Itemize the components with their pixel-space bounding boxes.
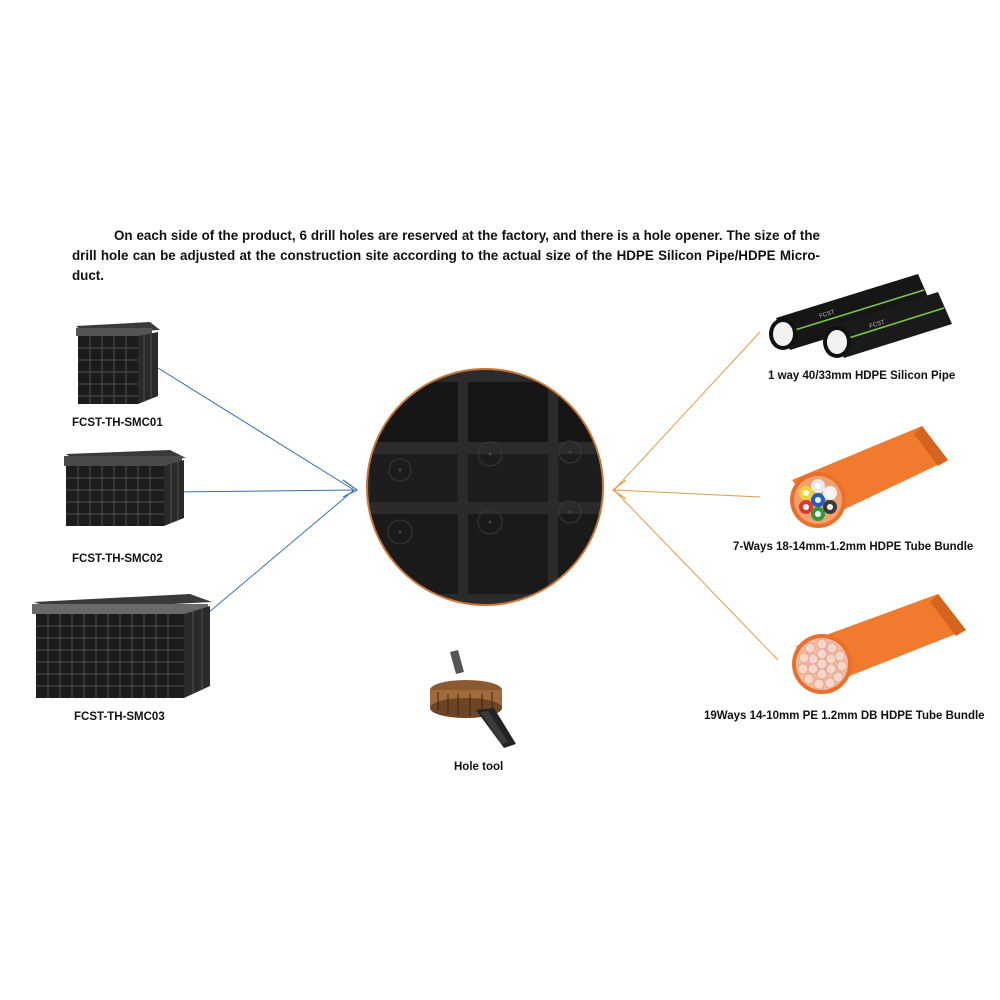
drill-hole-detail-image: [366, 368, 604, 606]
hole-tool-image: [430, 650, 516, 748]
silicon-pipe-image: FCST FCST: [769, 274, 952, 358]
arrowhead-right: [611, 479, 627, 500]
box-smc03-image: [32, 594, 212, 698]
tube-bundle-19way-image: [792, 594, 966, 694]
arrowhead-left: [342, 479, 359, 498]
silicon-pipe-print-1: FCST: [819, 309, 836, 319]
box-smc02-image: [64, 450, 186, 526]
connector-line-7way-bundle: [613, 489, 761, 498]
box-smc01-label: FCST-TH-SMC01: [72, 417, 163, 429]
box-smc02-label: FCST-TH-SMC02: [72, 553, 163, 565]
tube-bundle-7way-label: 7-Ways 18-14mm-1.2mm HDPE Tube Bundle: [733, 541, 974, 553]
silicon-pipe-print-2: FCST: [869, 319, 886, 329]
intro-paragraph: On each side of the product, 6 drill hol…: [72, 228, 820, 283]
connector-line-19way-bundle: [613, 489, 779, 661]
tube-bundle-19way-label: 19Ways 14-10mm PE 1.2mm DB HDPE Tube Bun…: [704, 710, 985, 722]
hole-tool-label: Hole tool: [454, 761, 504, 773]
connector-line-silicon-pipe: [613, 331, 761, 491]
connector-line-smc02: [167, 489, 355, 493]
box-smc01-image: [76, 322, 160, 404]
box-smc03-label: FCST-TH-SMC03: [74, 711, 165, 723]
tube-bundle-7way-image: [790, 426, 948, 528]
silicon-pipe-label: 1 way 40/33mm HDPE Silicon Pipe: [768, 370, 956, 382]
